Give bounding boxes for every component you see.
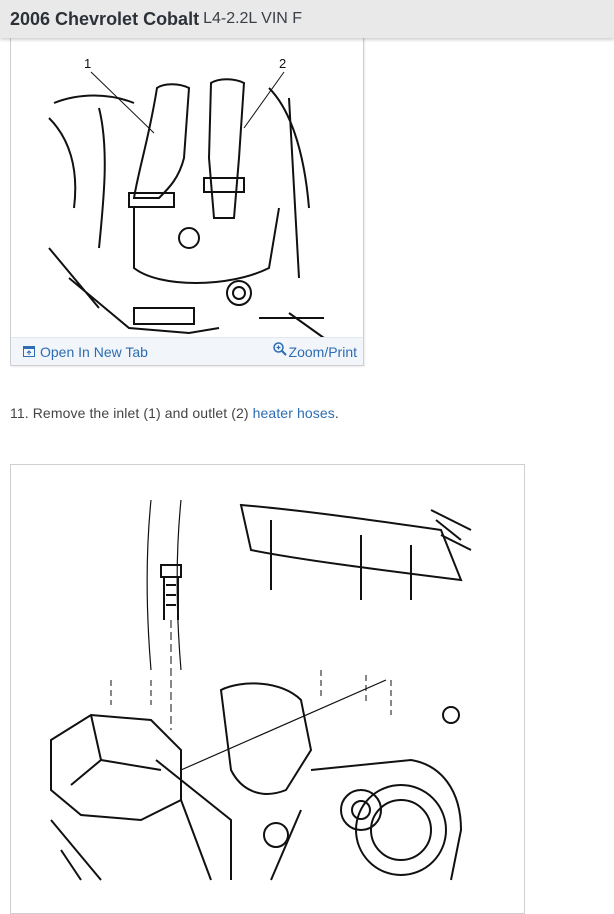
step-number: 11. xyxy=(10,405,29,421)
open-new-tab-link[interactable]: Open In New Tab xyxy=(23,344,148,360)
open-new-tab-icon xyxy=(23,346,35,357)
heater-hoses-link[interactable]: heater hoses xyxy=(252,405,335,421)
zoom-in-icon xyxy=(272,341,287,356)
engine-subtitle: L4-2.2L VIN F xyxy=(203,10,303,27)
figure-footer: Open In New Tab Zoom/Print xyxy=(11,337,363,365)
figure-engine-mount xyxy=(10,464,525,914)
svg-text:2: 2 xyxy=(279,56,286,71)
engine-mount-illustration xyxy=(50,499,472,881)
step-text: Remove the inlet (1) and outlet (2) xyxy=(28,405,253,421)
heater-hoses-illustration: 1 2 xyxy=(48,56,325,339)
step-instruction: 11. Remove the inlet (1) and outlet (2) … xyxy=(10,405,339,421)
vehicle-title: 2006 Chevrolet Cobalt xyxy=(10,8,200,29)
page-header: 2006 Chevrolet Cobalt L4-2.2L VIN F xyxy=(0,0,614,38)
svg-text:1: 1 xyxy=(84,56,91,71)
zoom-print-label: Zoom/Print xyxy=(288,343,357,360)
open-new-tab-label: Open In New Tab xyxy=(40,343,148,360)
figure-heater-hoses: 1 2 Open In New Tab xyxy=(10,30,364,366)
zoom-print-link[interactable]: Zoom/Print xyxy=(272,341,357,360)
step-text-end: . xyxy=(334,405,339,421)
